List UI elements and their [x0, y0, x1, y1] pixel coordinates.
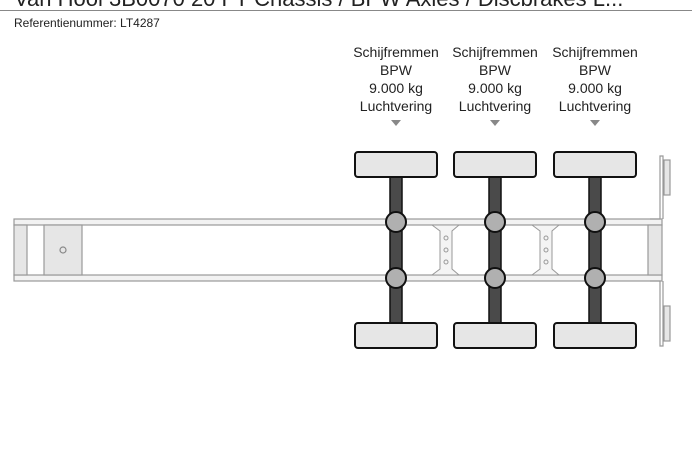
axle-1 — [354, 151, 438, 349]
axle-1-brake: Schijfremmen — [353, 44, 439, 60]
chassis-frame — [13, 155, 671, 347]
wheel — [354, 322, 438, 349]
axle-1-load: 9.000 kg — [369, 80, 423, 96]
down-arrow-icon — [391, 120, 401, 126]
axle-2 — [453, 151, 537, 349]
cross-member — [430, 224, 561, 276]
axle-2-brand: BPW — [479, 62, 511, 78]
wheel — [354, 151, 438, 178]
axle-3-label: Schijfremmen BPW 9.000 kg Luchtvering — [545, 43, 645, 126]
wheel — [453, 151, 537, 178]
page-title: Van Hool 3B0070 20 FT Chassis / BPW Axle… — [14, 0, 623, 10]
down-arrow-icon — [590, 120, 600, 126]
reference-number: Referentienummer: LT4287 — [14, 16, 160, 30]
axle-3-brake: Schijfremmen — [552, 44, 638, 60]
axle-3-load: 9.000 kg — [568, 80, 622, 96]
axle-1-label: Schijfremmen BPW 9.000 kg Luchtvering — [346, 43, 446, 126]
title-bar: Van Hool 3B0070 20 FT Chassis / BPW Axle… — [0, 0, 692, 11]
axle-2-load: 9.000 kg — [468, 80, 522, 96]
axle-3-brand: BPW — [579, 62, 611, 78]
axle-3-suspension: Luchtvering — [558, 98, 632, 114]
wheel — [553, 151, 637, 178]
kingpin-plate — [43, 224, 83, 276]
wheel — [553, 322, 637, 349]
axle-2-suspension: Luchtvering — [458, 98, 532, 114]
axle-2-brake: Schijfremmen — [452, 44, 538, 60]
wheel — [453, 322, 537, 349]
axle-2-label: Schijfremmen BPW 9.000 kg Luchtvering — [445, 43, 545, 126]
axle-1-suspension: Luchtvering — [359, 98, 433, 114]
axle-1-brand: BPW — [380, 62, 412, 78]
down-arrow-icon — [490, 120, 500, 126]
axle-3 — [553, 151, 637, 349]
